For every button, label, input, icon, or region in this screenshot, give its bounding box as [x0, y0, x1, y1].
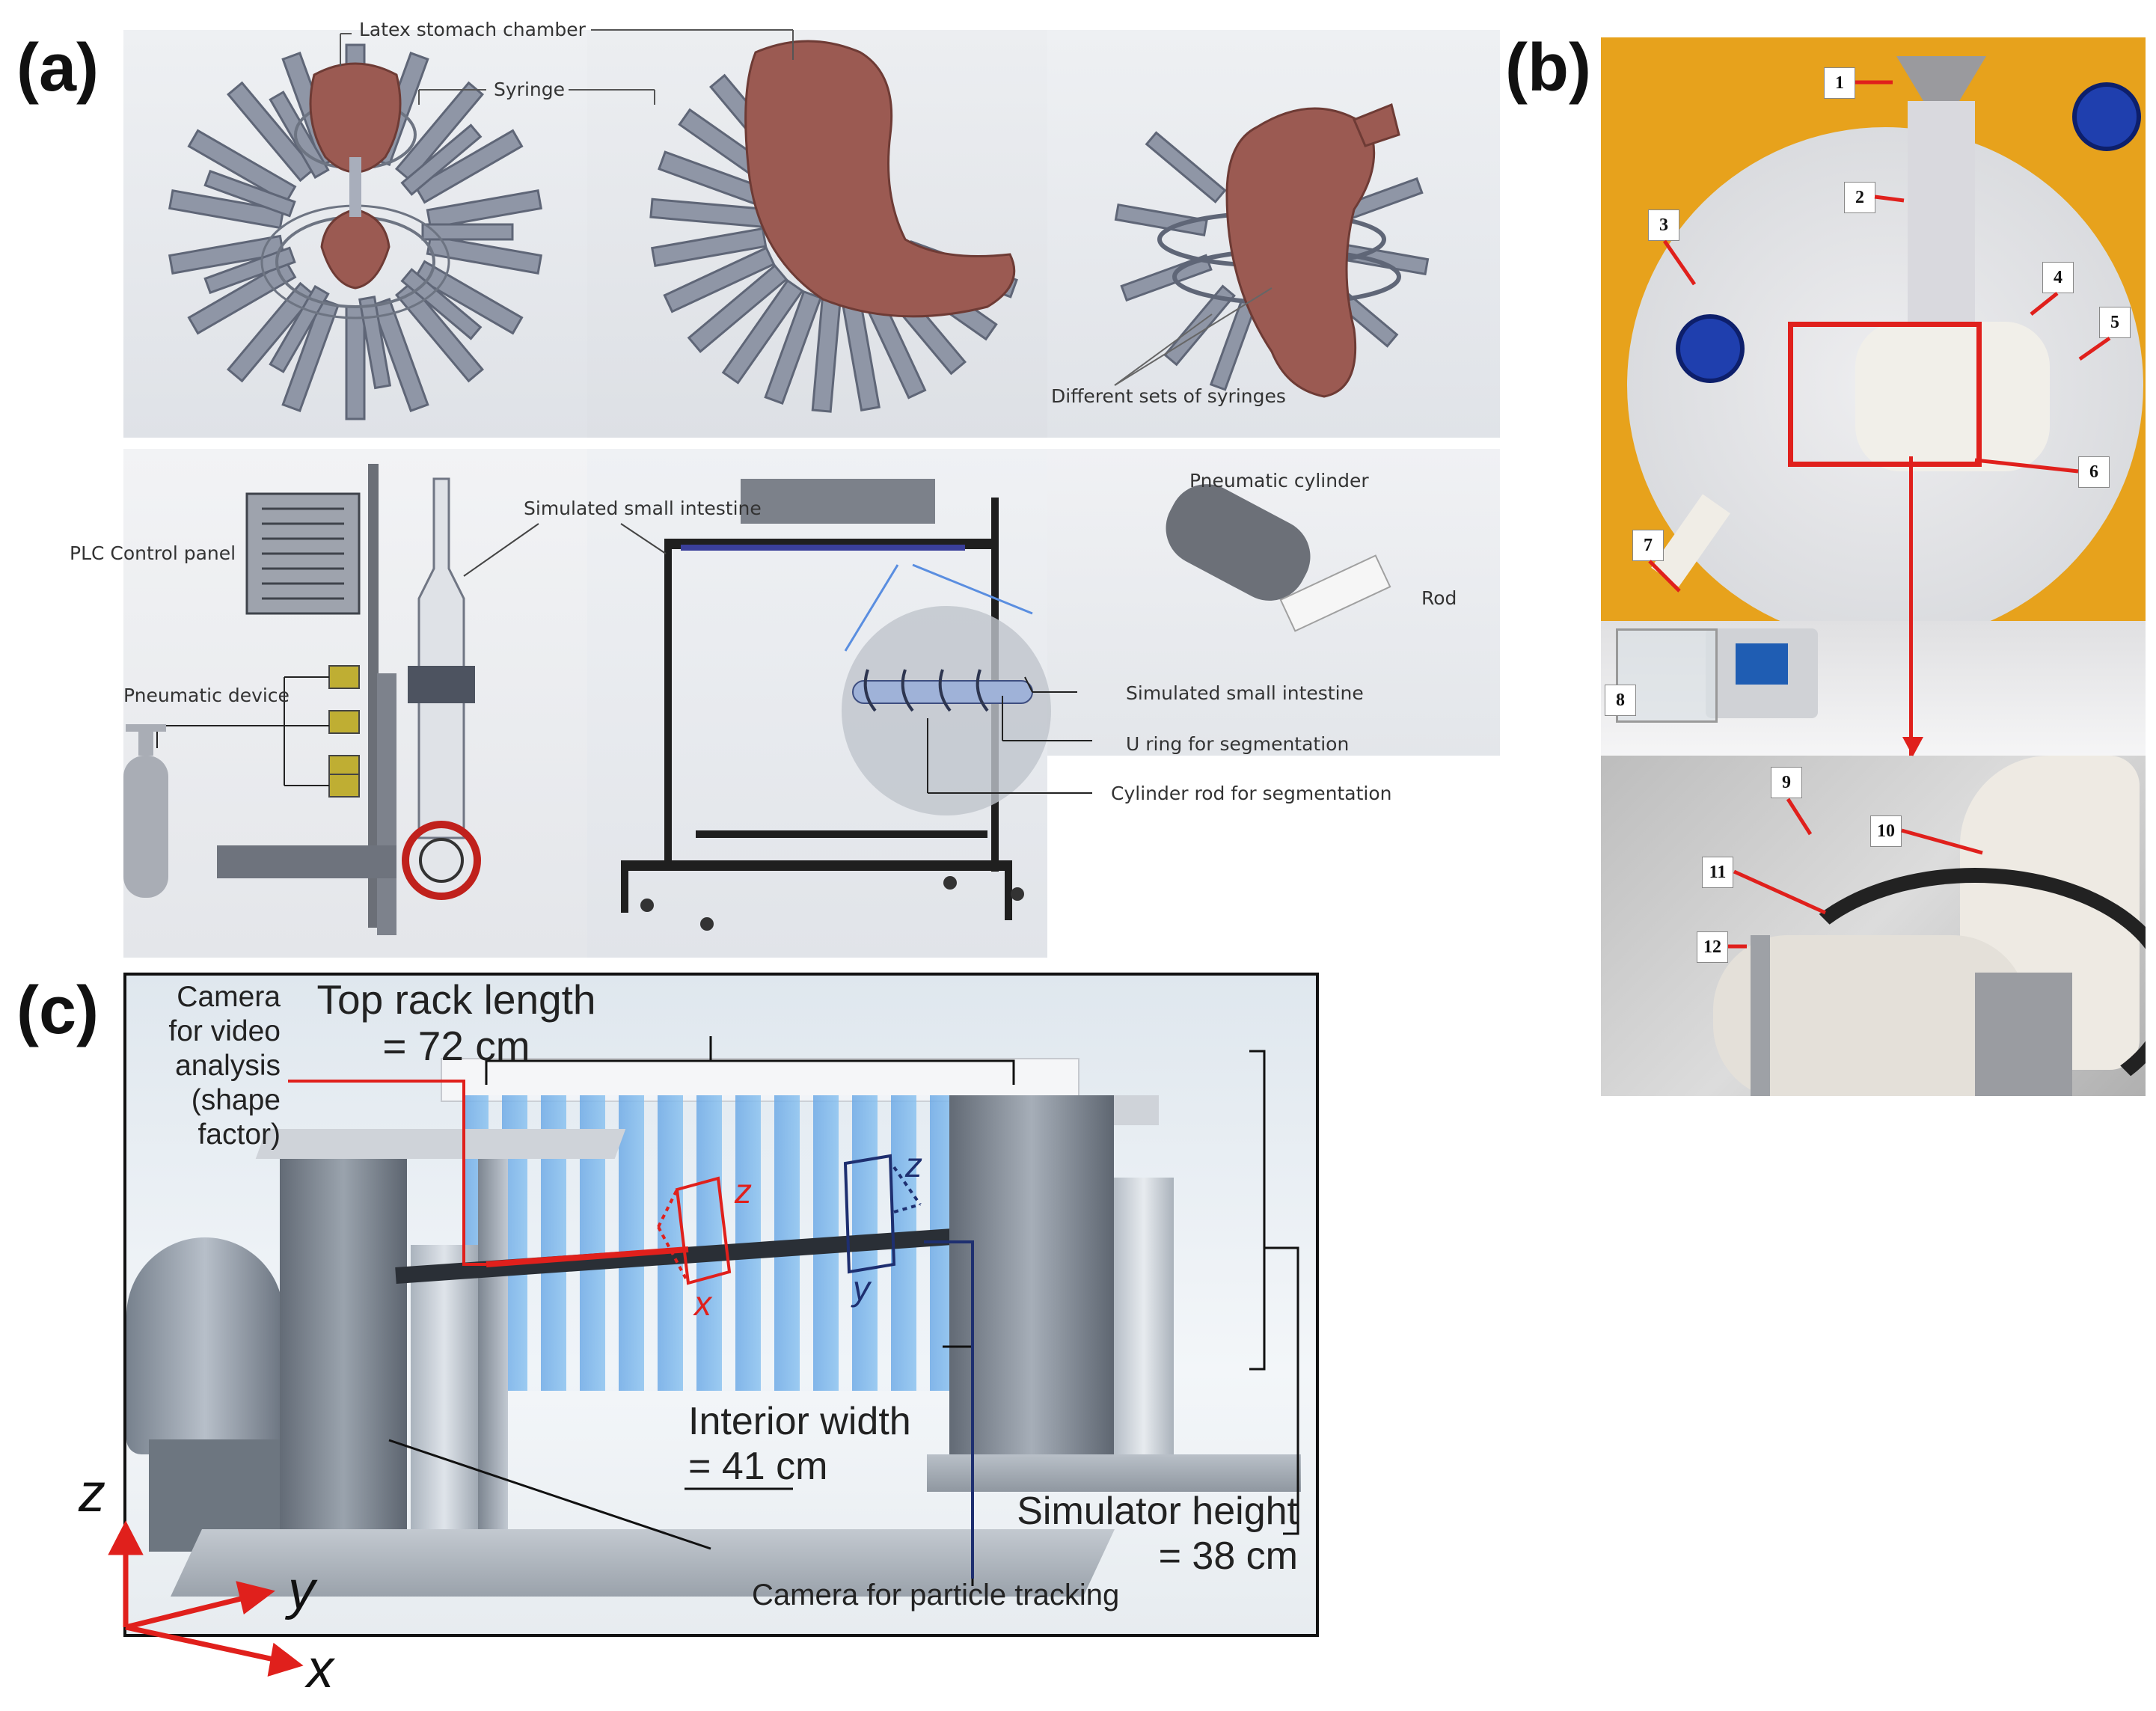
axis-label-y-blue: y [853, 1269, 870, 1308]
stomach-assembly-side-view [649, 40, 1018, 413]
marker-6: 6 [2078, 456, 2110, 488]
axis-label-z: z [79, 1463, 105, 1523]
marker-2: 2 [1844, 182, 1875, 213]
label-pneumatic-device: Pneumatic device [123, 685, 290, 706]
marker-10: 10 [1870, 815, 1902, 847]
marker-8: 8 [1605, 685, 1636, 716]
blue-port-right [2072, 82, 2141, 151]
top-rack [441, 1058, 1079, 1102]
marker-11: 11 [1702, 857, 1733, 888]
left-post [478, 1159, 508, 1578]
label-interior-width: Interior width = 41 cm [688, 1400, 911, 1488]
marker-3: 3 [1648, 209, 1679, 241]
zoom-photo [1601, 756, 2146, 1096]
axis-label-z-red: z [735, 1172, 752, 1210]
zoom-rod [1751, 935, 1770, 1096]
intestine-rack-assembly [620, 479, 1092, 931]
panel-a-letter: (a) [16, 31, 99, 105]
marker-12: 12 [1697, 931, 1728, 963]
stomach-assembly-iso-view [1114, 102, 1430, 398]
label-cylinder-rod-for-segmentation: Cylinder rod for segmentation [1111, 783, 1392, 804]
axis-label-y: y [288, 1561, 315, 1620]
label-rod: Rod [1421, 587, 1457, 609]
cabinet-photo [1601, 37, 2146, 756]
label-plc-control-panel: PLC Control panel [70, 542, 236, 564]
balance-screen [1736, 643, 1788, 685]
highlight-line [1909, 456, 1913, 756]
label-simulator-height: Simulator height = 38 cm [1017, 1490, 1298, 1578]
label-different-sets-of-syringes: Different sets of syringes [1051, 385, 1286, 407]
marker-4: 4 [2042, 262, 2074, 293]
dome [126, 1237, 284, 1454]
label-syringe: Syringe [494, 79, 565, 100]
right-column [1114, 1178, 1174, 1462]
label-camera-video: Camera for video analysis (shape factor) [168, 981, 281, 1151]
label-top-rack-length: Top rack length = 72 cm [316, 976, 596, 1069]
right-base [927, 1454, 1301, 1492]
zoom-block [1975, 973, 2072, 1096]
panel-c-letter: (c) [16, 973, 99, 1048]
right-tower [949, 1095, 1114, 1484]
label-latex-stomach-chamber: Latex stomach chamber [359, 19, 586, 40]
label-simulated-small-intestine: Simulated small intestine [1126, 682, 1364, 704]
axis-label-x-red: x [694, 1284, 711, 1323]
marker-9: 9 [1771, 767, 1802, 798]
label-u-ring-for-segmentation: U ring for segmentation [1126, 733, 1350, 755]
blue-port-left [1676, 314, 1745, 383]
stomach-assembly-front-view [168, 43, 543, 420]
label-pneumatic-cylinder: Pneumatic cylinder [1189, 470, 1369, 492]
label-simulated-small-intestine-top: Simulated small intestine [524, 498, 762, 519]
stomach-column [1908, 101, 1975, 325]
axis-label-z-blue: z [905, 1145, 922, 1184]
marker-7: 7 [1632, 530, 1664, 561]
axis-label-x: x [307, 1639, 334, 1699]
zoom-arrow-head [1902, 737, 1923, 756]
marker-1: 1 [1824, 67, 1855, 99]
pneumatic-cylinder-drawing [1166, 484, 1391, 632]
left-column [411, 1245, 478, 1574]
panel-b-letter: (b) [1505, 31, 1591, 105]
highlight-box [1788, 322, 1982, 467]
pneumatic-column-assembly [123, 464, 539, 935]
left-tower [280, 1159, 407, 1563]
panel-a-tile-bottom-right [1047, 449, 1500, 756]
marker-5: 5 [2099, 307, 2131, 338]
label-camera-particle-tracking: Camera for particle tracking [752, 1579, 1120, 1611]
stomach-bag [1855, 322, 2050, 471]
